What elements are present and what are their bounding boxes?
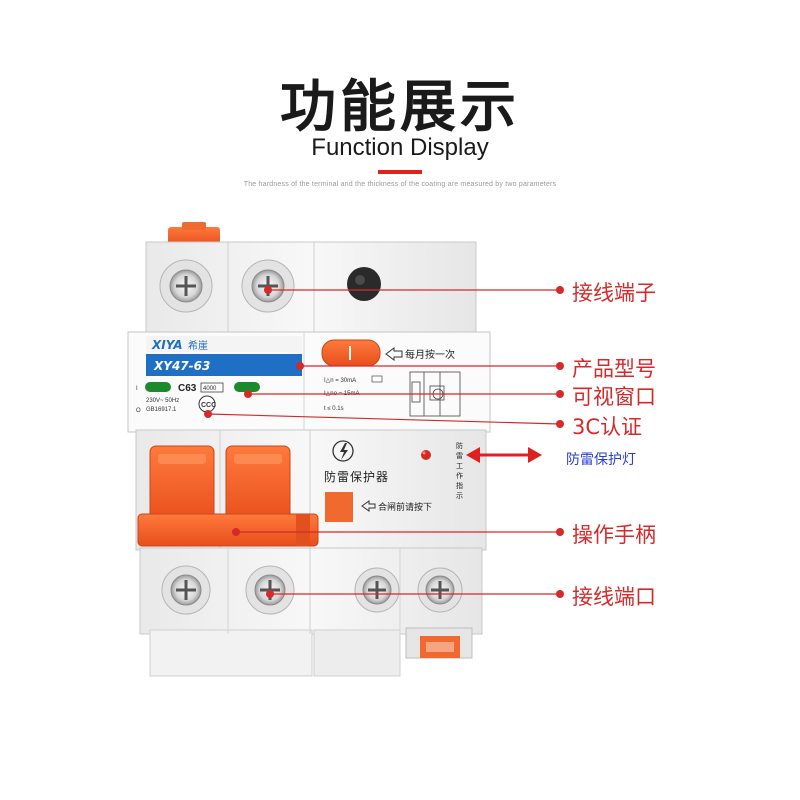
window-green	[145, 382, 260, 392]
callout-terminal-top: 接线端子	[572, 281, 656, 305]
rating-text: C63	[178, 383, 197, 394]
test-button[interactable]	[321, 339, 381, 367]
protector-orange-tab	[325, 492, 353, 522]
double-arrow-icon	[466, 447, 542, 463]
spec-t-text: t ≤ 0.1s	[324, 406, 344, 412]
press-before-text: 合闸前请按下	[378, 501, 432, 513]
callout-model: 产品型号	[572, 357, 656, 381]
arrow-left-icon	[385, 347, 403, 361]
operating-handle[interactable]	[137, 445, 319, 547]
off-mark: O	[136, 408, 141, 414]
upper-housing	[145, 241, 477, 335]
monthly-test-text: 每月按一次	[405, 348, 455, 361]
callout-handle: 操作手柄	[572, 523, 656, 547]
screw-bottom-4	[417, 567, 463, 613]
callout-window: 可视窗口	[572, 385, 656, 409]
brand-text: XIYA	[151, 338, 183, 352]
model-label	[146, 336, 302, 376]
callout-terminal-bottom: 接线端口	[572, 585, 656, 609]
page-subtitle: Function Display	[311, 134, 489, 161]
callout-lines	[207, 289, 561, 595]
voltage-text: 230V~ 50Hz	[146, 398, 179, 404]
title-underline	[378, 170, 422, 174]
spec-in-text: I△n = 30mA	[324, 378, 356, 384]
breaking-text: 4000	[203, 386, 217, 392]
indicator-hole	[347, 267, 381, 301]
on-mark: I	[136, 386, 138, 392]
callout-dots	[204, 286, 564, 598]
din-clip	[405, 627, 473, 659]
arrow-left-icon-2	[361, 500, 376, 512]
screw-bottom-3	[354, 567, 400, 613]
screw-bottom-1	[161, 565, 211, 615]
standard-text: GB16917.1	[146, 407, 177, 413]
model-text: XY47-63	[153, 359, 210, 373]
screw-top-1	[159, 259, 213, 313]
callout-lightning-lamp: 防雷保护灯	[566, 452, 636, 468]
brand-cn-text: 希崖	[188, 339, 208, 352]
callout-cert: 3C认证	[572, 415, 643, 439]
page-title: 功能展示	[280, 75, 520, 140]
lightning-lamp	[421, 450, 431, 460]
header-note: The hardness of the terminal and the thi…	[243, 181, 557, 188]
indicator-vertical-text: 防 雷 工 作 指 示	[456, 441, 465, 500]
svg-text:CCC: CCC	[201, 402, 216, 409]
lightning-icon	[332, 440, 354, 462]
protector-name-text: 防雷保护器	[324, 469, 389, 484]
top-clip	[168, 222, 220, 245]
